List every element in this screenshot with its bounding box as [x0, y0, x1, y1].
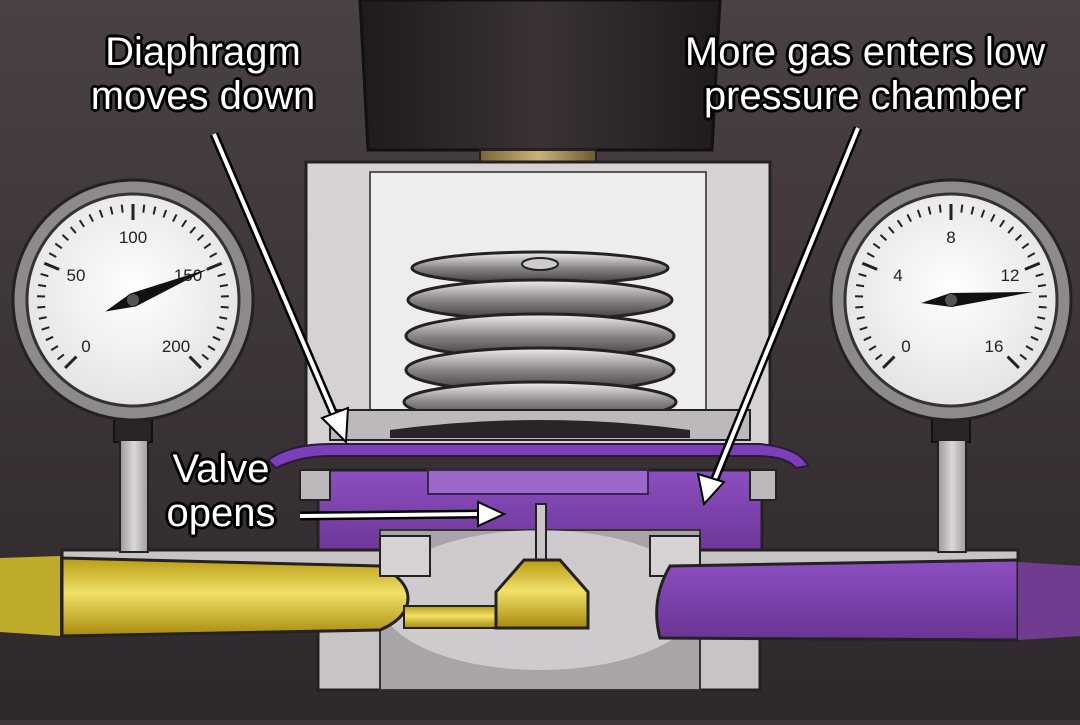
valve-label: Valve opens	[156, 447, 286, 535]
high-pressure-gauge: 0 50 100 150 200	[13, 180, 253, 420]
left-gauge-tick-100: 100	[119, 228, 147, 247]
low-pressure-gauge: 0 4 8 12 16	[831, 180, 1071, 420]
gauge-tick-mark	[143, 205, 144, 213]
gauge-tick-mark	[122, 205, 123, 213]
valve-label-line1: Valve	[156, 447, 286, 491]
gauge-tick-mark	[220, 285, 228, 286]
right-gauge-tick-12: 12	[1001, 266, 1020, 285]
gas-label: More gas enters low pressure chamber	[652, 30, 1078, 118]
high-pressure-gas-flow	[0, 556, 60, 636]
high-pressure-inlet	[62, 558, 408, 636]
valve-label-line2: opens	[156, 491, 286, 535]
gauge-tick-mark	[856, 285, 864, 286]
gauge-tick-mark	[855, 307, 863, 308]
gas-label-line1: More gas enters low	[652, 30, 1078, 74]
left-gauge-tick-50: 50	[67, 266, 86, 285]
left-gauge-tick-0: 0	[81, 337, 90, 356]
diaphragm-label-line2: moves down	[78, 74, 328, 118]
low-pressure-gas-flow	[1018, 562, 1080, 640]
gauge-tick-mark	[1038, 285, 1046, 286]
gauge-needle-hub	[945, 294, 957, 306]
gauge-tick-mark	[37, 307, 45, 308]
diaphragm-label: Diaphragm moves down	[78, 30, 328, 118]
gauge-tick-mark	[961, 205, 962, 213]
right-gauge-tick-8: 8	[946, 228, 955, 247]
right-gauge-tick-16: 16	[985, 337, 1004, 356]
gauge-tick-mark	[940, 205, 941, 213]
gas-label-line2: pressure chamber	[652, 74, 1078, 118]
low-pressure-outlet	[657, 560, 1018, 640]
right-gauge-tick-4: 4	[893, 266, 902, 285]
diaphragm-label-line1: Diaphragm	[78, 30, 328, 74]
gauge-tick-mark	[1039, 307, 1047, 308]
spring	[404, 252, 676, 422]
gauge-tick-mark	[221, 307, 229, 308]
gauge-tick-mark	[38, 285, 46, 286]
gauge-needle-hub	[127, 294, 139, 306]
left-gauge-tick-200: 200	[162, 337, 190, 356]
right-gauge-tick-0: 0	[901, 337, 910, 356]
